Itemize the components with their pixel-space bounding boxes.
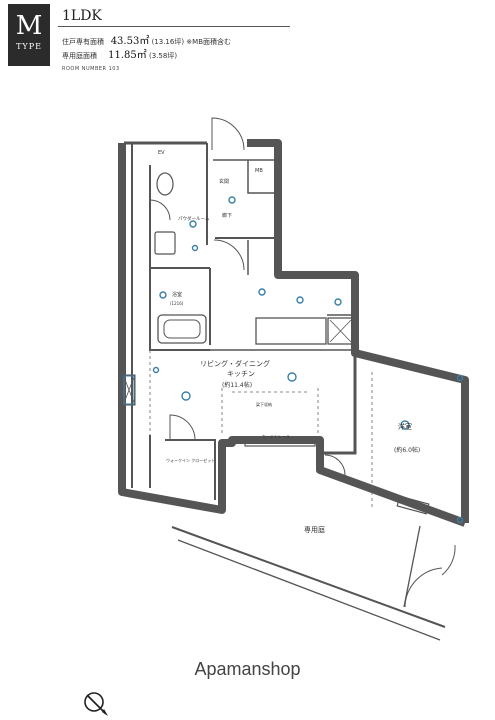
brand-logo-text: Apamanshop xyxy=(194,659,301,679)
fixture-markers xyxy=(152,196,464,524)
spec-value: 43.53㎡ xyxy=(110,36,150,47)
label-bath-size: (1216) xyxy=(170,301,184,306)
window-marker xyxy=(123,375,135,405)
label-bath: 浴室 xyxy=(172,291,182,298)
label-beam-storage: 梁下収納 xyxy=(256,401,272,407)
dashed-guides xyxy=(149,350,373,510)
label-hallway: 廊下 xyxy=(222,212,232,219)
spec-note: (3.58坪) xyxy=(149,52,178,60)
header-rule xyxy=(58,26,290,27)
spec-value: 11.85㎡ xyxy=(108,50,147,61)
type-badge: M TYPE xyxy=(8,4,50,66)
label-ldk-line2: キッチン xyxy=(227,370,255,378)
layout-type: 1LDK xyxy=(62,8,102,24)
door-swings xyxy=(149,117,456,608)
spec-label: 専用庭面積 xyxy=(62,52,97,60)
label-powder-room: パウダールーム xyxy=(178,215,210,222)
label-ev: EV xyxy=(158,150,165,156)
type-word: TYPE xyxy=(16,42,42,51)
spec-row-garden-area: 専用庭面積 11.85㎡ (3.58坪) xyxy=(62,46,177,61)
plan-header: M TYPE 1LDK 住戸専有面積 43.53㎡ (13.16坪) ※MB面積… xyxy=(0,0,495,75)
walls xyxy=(118,139,469,641)
spec-label: 住戸専有面積 xyxy=(62,38,104,46)
label-western-size: (約6.0帖) xyxy=(394,446,420,454)
label-ldk-line1: リビング・ダイニング xyxy=(200,359,270,368)
label-ldk-size: (約11.4帖) xyxy=(222,381,252,389)
label-private-garden: 専用庭 xyxy=(304,525,325,534)
label-western-room: 洋室 xyxy=(398,422,412,431)
type-letter: M xyxy=(15,11,43,41)
north-compass-icon xyxy=(84,692,108,716)
label-entrance: 玄関 xyxy=(219,178,229,185)
spec-note: (13.16坪) ※MB面積含む xyxy=(151,38,231,46)
spec-row-exclusive-area: 住戸専有面積 43.53㎡ (13.16坪) ※MB面積含む xyxy=(62,32,231,47)
room-number: ROOM NUMBER 103 xyxy=(62,66,120,72)
label-wic: ウォークイン クローゼット xyxy=(166,457,215,463)
label-mb: MB xyxy=(255,168,263,174)
label-curtain-rail: カーテンレール xyxy=(262,433,290,439)
